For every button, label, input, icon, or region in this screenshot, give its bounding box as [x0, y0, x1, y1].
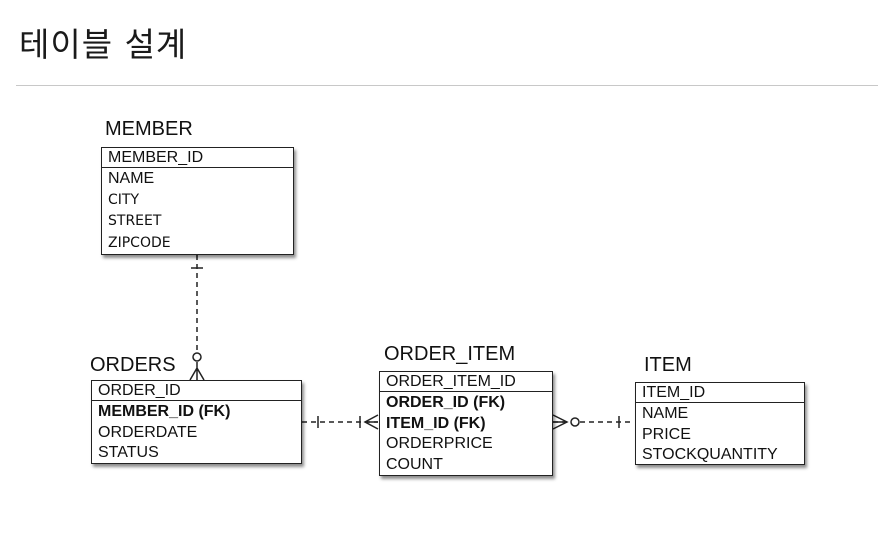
item-pk: ITEM_ID — [636, 383, 804, 403]
orderitem-attr-item-id-fk: ITEM_ID (FK) — [386, 414, 486, 432]
member-attr-city: CITY — [108, 191, 140, 208]
orderitem-attr-count: COUNT — [386, 455, 443, 473]
orders-attr-status: STATUS — [98, 444, 159, 461]
orders-attr-member-id-fk: MEMBER_ID (FK) — [98, 403, 231, 420]
orders-attr-orderdate: ORDERDATE — [98, 423, 198, 441]
title-divider — [16, 85, 878, 86]
orderitem-table: ORDER_ITEM_ID ORDER_ID (FK) ITEM_ID (FK)… — [379, 371, 553, 476]
item-table: ITEM_ID NAME PRICE STOCKQUANTITY — [635, 382, 805, 465]
item-attr-price: PRICE — [642, 425, 691, 443]
orderitem-attr-order-id-fk: ORDER_ID (FK) — [386, 394, 506, 411]
orders-many-mark — [189, 362, 205, 381]
page-title: 테이블 설계 — [19, 25, 188, 64]
member-attr-name: NAME — [108, 170, 155, 187]
item-entity-name: ITEM — [644, 354, 692, 376]
orders-pk: ORDER_ID — [92, 381, 301, 401]
member-pk: MEMBER_ID — [102, 148, 293, 168]
orderitem-zero-mark — [570, 417, 580, 427]
orderitem-many-mark — [363, 414, 379, 430]
orders-entity-name: ORDERS — [90, 354, 176, 376]
orderitem-many-mark-2 — [552, 414, 569, 430]
orders-table: ORDER_ID MEMBER_ID (FK) ORDERDATE STATUS — [91, 380, 302, 464]
orderitem-attr-orderprice: ORDERPRICE — [386, 435, 493, 452]
item-attr-name: NAME — [642, 405, 689, 422]
orderitem-entity-name: ORDER_ITEM — [384, 343, 516, 365]
orders-zero-mark — [192, 352, 202, 362]
item-attr-stockquantity: STOCKQUANTITY — [642, 446, 778, 463]
member-entity-name: MEMBER — [105, 118, 193, 140]
orderitem-pk: ORDER_ITEM_ID — [380, 372, 552, 392]
member-table: MEMBER_ID NAME CITY STREET ZIPCODE — [101, 147, 294, 255]
member-attr-zipcode: ZIPCODE — [108, 234, 171, 251]
member-attr-street: STREET — [108, 213, 162, 229]
